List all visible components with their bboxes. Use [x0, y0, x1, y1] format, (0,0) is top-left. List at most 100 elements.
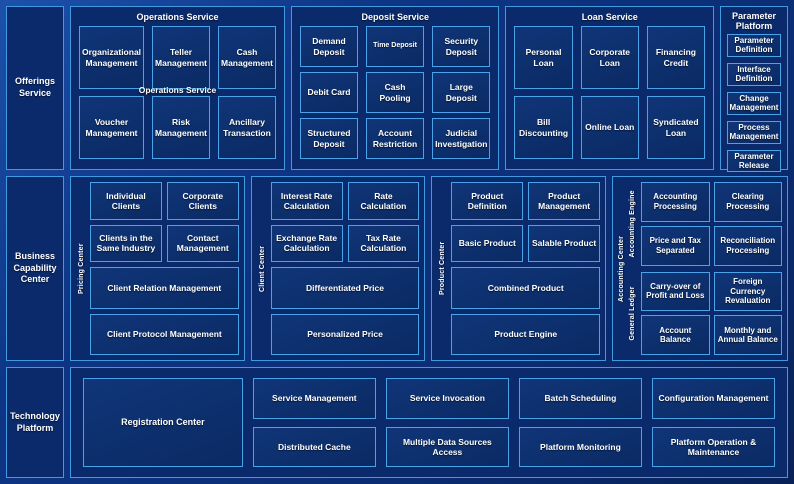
- business-capability-groups: Pricing Center Individual Clients Corpor…: [70, 176, 788, 361]
- item-accounting-processing[interactable]: Accounting Processing: [641, 182, 710, 222]
- item-foreign-currency-revaluation[interactable]: Foreign Currency Revaluation: [713, 271, 782, 312]
- tech-column-4: Configuration Management Platform Operat…: [651, 378, 775, 467]
- deposit-items: Demand Deposit Time Deposit Security Dep…: [292, 26, 499, 169]
- item-structured-deposit[interactable]: Structured Deposit: [299, 118, 358, 159]
- item-configuration-management[interactable]: Configuration Management: [651, 378, 775, 419]
- general-ledger-half: General Ledger Carry-over of Profit and …: [627, 271, 782, 355]
- row-duo-1: Interest Rate Calculation Rate Calculati…: [270, 182, 420, 220]
- service-group-operations: Operations Service Organizational Manage…: [70, 6, 285, 170]
- offerings-service-groups: Operations Service Organizational Manage…: [70, 6, 715, 170]
- item-ancillary-transaction[interactable]: Ancillary Transaction: [218, 96, 276, 159]
- item-change-management[interactable]: Change Management: [727, 91, 781, 115]
- item-individual-clients[interactable]: Individual Clients: [90, 182, 162, 220]
- item-time-deposit[interactable]: Time Deposit: [366, 26, 425, 67]
- row-duo-1: Product Definition Product Management: [451, 182, 601, 220]
- item-basic-product[interactable]: Basic Product: [451, 224, 524, 262]
- item-service-management[interactable]: Service Management: [252, 378, 376, 419]
- lane-label-technology-platform: Technology Platform: [6, 367, 64, 478]
- center-label-accounting: Accounting Center: [618, 235, 626, 302]
- tech-column-3: Batch Scheduling Platform Monitoring: [518, 378, 642, 467]
- item-platform-monitoring[interactable]: Platform Monitoring: [518, 426, 642, 467]
- center-label-pricing: Pricing Center: [78, 243, 85, 294]
- group-title-loan: Loan Service: [581, 12, 638, 22]
- item-personalized-price[interactable]: Personalized Price: [270, 313, 420, 355]
- item-teller-management[interactable]: Teller Management: [152, 26, 210, 89]
- row-duo-2: Exchange Rate Calculation Tax Rate Calcu…: [270, 224, 420, 262]
- service-group-loan: Loan Service Personal Loan Corporate Loa…: [505, 6, 715, 170]
- item-judicial-investigation[interactable]: Judicial Investigation: [432, 118, 491, 159]
- item-debit-card[interactable]: Debit Card: [299, 72, 358, 113]
- item-large-deposit[interactable]: Large Deposit: [432, 72, 491, 113]
- item-reconciliation-processing[interactable]: Reconciliation Processing: [713, 225, 782, 266]
- item-personal-loan[interactable]: Personal Loan: [514, 26, 573, 89]
- item-corporate-clients[interactable]: Corporate Clients: [166, 182, 239, 220]
- center-label-product: Product Center: [439, 241, 447, 296]
- center-client: Client Center Interest Rate Calculation …: [250, 176, 426, 361]
- row-duo-1: Individual Clients Corporate Clients: [90, 182, 239, 220]
- item-tax-rate-calculation[interactable]: Tax Rate Calculation: [347, 224, 420, 262]
- accounting-engine-items: Accounting Processing Clearing Processin…: [638, 182, 782, 266]
- item-salable-product[interactable]: Salable Product: [528, 224, 601, 262]
- item-platform-operation-maintenance[interactable]: Platform Operation & Maintenance: [651, 426, 775, 467]
- tech-column-2: Service Invocation Multiple Data Sources…: [385, 378, 509, 467]
- operations-items: Organizational Management Teller Managem…: [71, 26, 284, 169]
- item-demand-deposit[interactable]: Demand Deposit: [299, 26, 358, 67]
- item-organizational-management[interactable]: Organizational Management: [79, 26, 145, 89]
- item-corporate-loan[interactable]: Corporate Loan: [580, 26, 639, 89]
- item-parameter-release[interactable]: Parameter Release: [727, 149, 781, 173]
- item-exchange-rate-calculation[interactable]: Exchange Rate Calculation: [270, 224, 343, 262]
- item-combined-product[interactable]: Combined Product: [451, 267, 601, 309]
- item-product-management[interactable]: Product Management: [528, 182, 601, 220]
- accounting-engine-half: Accounting Engine Accounting Processing …: [627, 182, 782, 266]
- row-offerings-service: Offerings Service Operations Service Org…: [6, 6, 788, 202]
- group-title-operations: Operations Service: [136, 12, 219, 22]
- item-clearing-processing[interactable]: Clearing Processing: [713, 182, 782, 222]
- lane-label-offerings-service: Offerings Service: [6, 6, 64, 170]
- item-differentiated-price[interactable]: Differentiated Price: [270, 267, 420, 309]
- item-contact-management[interactable]: Contact Management: [166, 224, 239, 262]
- item-product-definition[interactable]: Product Definition: [451, 182, 524, 220]
- item-clients-same-industry[interactable]: Clients in the Same Industry: [90, 224, 162, 262]
- item-interest-rate-calculation[interactable]: Interest Rate Calculation: [270, 182, 343, 220]
- item-financing-credit[interactable]: Financing Credit: [646, 26, 705, 89]
- item-registration-center[interactable]: Registration Center: [83, 378, 243, 467]
- row-duo-2: Clients in the Same Industry Contact Man…: [90, 224, 239, 262]
- item-process-management[interactable]: Process Management: [727, 120, 781, 144]
- item-syndicated-loan[interactable]: Syndicated Loan: [646, 96, 705, 159]
- center-client-items: Interest Rate Calculation Rate Calculati…: [268, 182, 420, 355]
- service-group-deposit: Deposit Service Demand Deposit Time Depo…: [290, 6, 500, 170]
- item-bill-discounting[interactable]: Bill Discounting: [514, 96, 573, 159]
- row-duo-2: Basic Product Salable Product: [451, 224, 601, 262]
- item-risk-management[interactable]: Risk Management: [152, 96, 210, 159]
- technology-platform-items: Registration Center Service Management D…: [70, 367, 788, 478]
- item-carry-over-of-profit-and-loss[interactable]: Carry-over of Profit and Loss: [641, 271, 710, 312]
- item-client-protocol-management[interactable]: Client Protocol Management: [90, 313, 239, 355]
- item-account-balance[interactable]: Account Balance: [641, 315, 710, 355]
- item-multiple-data-sources-access[interactable]: Multiple Data Sources Access: [385, 426, 509, 467]
- item-cash-pooling[interactable]: Cash Pooling: [366, 72, 425, 113]
- item-price-and-tax-separated[interactable]: Price and Tax Separated: [641, 225, 710, 266]
- item-distributed-cache[interactable]: Distributed Cache: [252, 426, 376, 467]
- item-voucher-management[interactable]: Voucher Management: [79, 96, 145, 159]
- group-title-parameter-platform: Parameter Platform: [731, 11, 777, 31]
- item-product-engine[interactable]: Product Engine: [451, 313, 601, 355]
- item-online-loan[interactable]: Online Loan: [580, 96, 639, 159]
- parameter-platform-column: Parameter Platform Parameter Definition …: [720, 6, 788, 202]
- item-rate-calculation[interactable]: Rate Calculation: [347, 182, 420, 220]
- sub-label-accounting-engine: Accounting Engine: [629, 190, 637, 258]
- general-ledger-items: Carry-over of Profit and Loss Foreign Cu…: [638, 271, 782, 355]
- item-cash-management[interactable]: Cash Management: [218, 26, 276, 89]
- item-interface-definition[interactable]: Interface Definition: [727, 62, 781, 86]
- center-product-items: Product Definition Product Management Ba…: [448, 182, 601, 355]
- item-security-deposit[interactable]: Security Deposit: [432, 26, 491, 67]
- item-service-invocation[interactable]: Service Invocation: [385, 378, 509, 419]
- row-technology-platform: Technology Platform Registration Center …: [6, 367, 788, 478]
- item-client-relation-management[interactable]: Client Relation Management: [90, 267, 239, 309]
- item-monthly-and-annual-balance[interactable]: Monthly and Annual Balance: [713, 315, 782, 355]
- item-parameter-definition[interactable]: Parameter Definition: [727, 34, 781, 57]
- item-batch-scheduling[interactable]: Batch Scheduling: [518, 378, 642, 419]
- group-title-deposit: Deposit Service: [361, 12, 429, 22]
- center-label-client: Client Center: [258, 245, 266, 292]
- item-account-restriction[interactable]: Account Restriction: [366, 118, 425, 159]
